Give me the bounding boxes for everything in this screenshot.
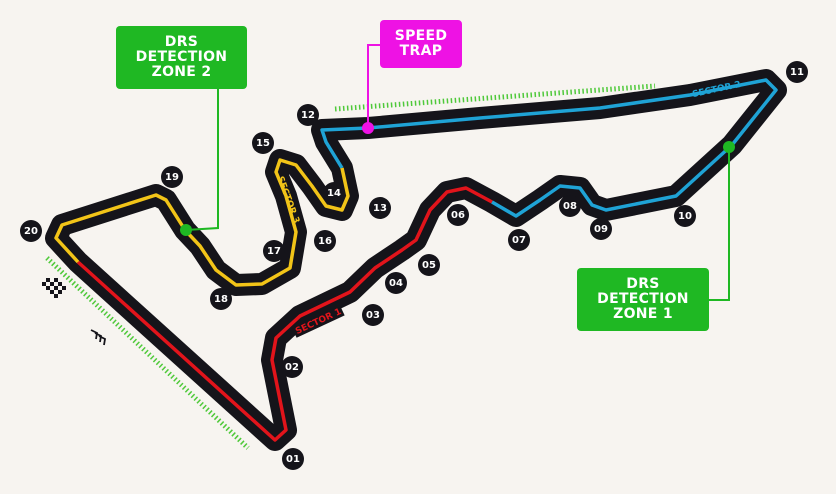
chequered-flag-icon [42,278,66,298]
label-line: ZONE 1 [613,306,673,322]
sector-2-line [320,78,778,218]
turn-marker: 02 [281,356,303,378]
label-line: TRAP [399,43,443,59]
turn-marker: 01 [282,448,304,470]
label-line: SPEED [394,28,448,44]
drs-zone-1-connector [709,147,730,301]
turn-marker: 07 [508,229,530,251]
drs-zone-main-straight [45,256,250,450]
drs-zone-2-marker [180,224,192,236]
turn-marker: 19 [161,166,183,188]
turn-marker: 12 [297,104,319,126]
turn-marker: 18 [210,288,232,310]
label-line: ZONE 2 [151,64,212,80]
turn-marker: 05 [418,254,440,276]
turn-marker: 03 [362,304,384,326]
label-line: DRS [626,276,660,292]
turn-marker: 20 [20,220,42,242]
speed-trap-connector [367,44,380,128]
turn-marker: 06 [447,204,469,226]
turn-marker: 14 [323,182,345,204]
turn-marker: 04 [385,272,407,294]
turn-marker: 15 [252,132,274,154]
drs-zone-1-marker [723,141,735,153]
label-line: DRS [164,34,199,50]
turn-marker: 17 [263,240,285,262]
label-line: DETECTION [597,291,689,307]
direction-chevrons-icon [90,329,106,346]
drs-zone-back-straight [334,83,656,112]
label-line: DETECTION [135,49,228,65]
drs-detection-zone-2-label: DRS DETECTION ZONE 2 [116,26,247,89]
sector-1-line [76,186,493,442]
turn-marker: 11 [786,61,808,83]
sector-3-line [54,158,350,287]
speed-trap-label: SPEED TRAP [380,20,462,68]
turn-marker: 09 [590,218,612,240]
turn-marker: 10 [674,205,696,227]
speed-trap-marker [362,122,374,134]
drs-detection-zone-1-label: DRS DETECTION ZONE 1 [577,268,709,331]
track-outline [45,69,787,451]
turn-marker: 08 [559,195,581,217]
drs-zone-2-connector [185,89,219,231]
turn-marker: 16 [314,230,336,252]
turn-marker: 13 [369,197,391,219]
